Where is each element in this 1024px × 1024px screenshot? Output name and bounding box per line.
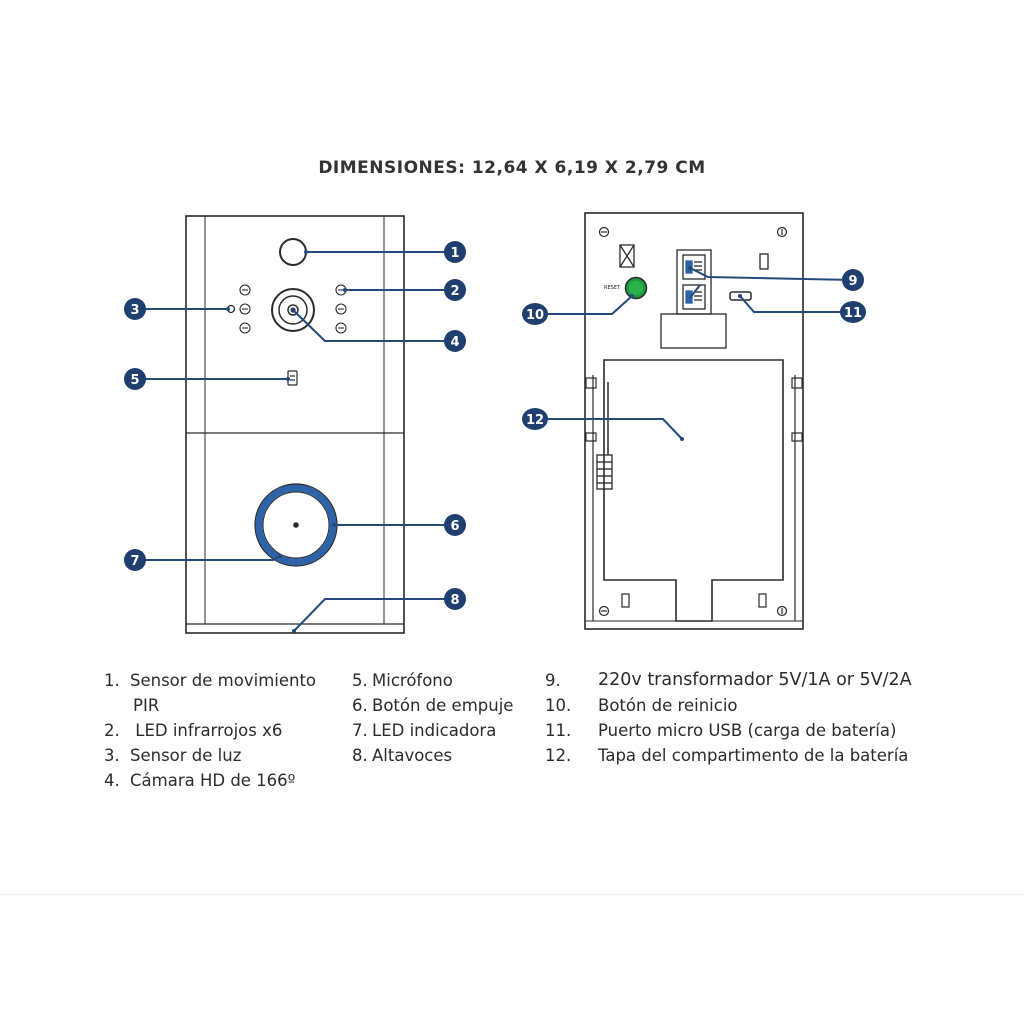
callout-5: 5 xyxy=(124,368,146,390)
leader-dots xyxy=(226,250,742,633)
ir-leds-right xyxy=(335,284,347,334)
back-body-outline xyxy=(584,212,804,630)
callout-12: 12 xyxy=(522,408,548,430)
svg-text:10: 10 xyxy=(526,308,544,323)
svg-text:4: 4 xyxy=(450,335,459,350)
back-view xyxy=(584,212,804,630)
callout-10: 10 xyxy=(522,303,548,325)
legend-item: 4.Cámara HD de 166º xyxy=(104,771,296,790)
pir-sensor xyxy=(279,238,307,266)
ir-leds-left xyxy=(239,284,251,334)
reset-label: RESET xyxy=(604,285,621,291)
callout-11: 11 xyxy=(840,301,866,323)
legend-item: 11.Puerto micro USB (carga de batería) xyxy=(545,721,897,740)
callout-1: 1 xyxy=(444,241,466,263)
leader-lines xyxy=(135,251,854,632)
callout-6: 6 xyxy=(444,514,466,536)
side-rails xyxy=(585,375,803,621)
connector-block xyxy=(660,313,727,349)
legend-item: 9.220v transformador 5V/1A or 5V/2A xyxy=(545,670,912,690)
front-body-outline xyxy=(185,215,405,634)
legend-column-1: 1.Sensor de movimiento PIR 2. LED infrar… xyxy=(104,668,316,793)
legend-item: 3.Sensor de luz xyxy=(104,746,242,765)
bottom-divider xyxy=(0,894,1024,895)
battery-cover xyxy=(603,359,784,622)
svg-text:3: 3 xyxy=(130,303,139,318)
legend-item: 6.Botón de empuje xyxy=(352,696,514,715)
x-box xyxy=(619,244,635,268)
svg-text:7: 7 xyxy=(130,554,139,569)
callout-8: 8 xyxy=(444,588,466,610)
legend-column-2: 5.Micrófono 6.Botón de empuje 7.LED indi… xyxy=(352,668,513,768)
svg-text:6: 6 xyxy=(450,519,459,534)
legend-item-continuation: PIR xyxy=(133,696,160,715)
legend-item: 2. LED infrarrojos x6 xyxy=(104,721,283,740)
svg-text:2: 2 xyxy=(450,284,459,299)
legend-item: 10.Botón de reinicio xyxy=(545,696,738,715)
legend-item: 5.Micrófono xyxy=(352,671,453,690)
front-view xyxy=(185,215,405,634)
legend-item: 7.LED indicadora xyxy=(352,721,497,740)
legend-item: 8.Altavoces xyxy=(352,746,453,765)
callout-2: 2 xyxy=(444,279,466,301)
legend-column-3: 9.220v transformador 5V/1A or 5V/2A 10.B… xyxy=(545,668,912,768)
svg-text:11: 11 xyxy=(844,306,862,321)
legend-item: 12.Tapa del compartimento de la batería xyxy=(545,746,909,765)
dimensions-title: DIMENSIONES: 12,64 X 6,19 X 2,79 CM xyxy=(318,158,706,178)
callout-7: 7 xyxy=(124,549,146,571)
svg-text:5: 5 xyxy=(130,373,139,388)
callout-3: 3 xyxy=(124,298,146,320)
screw-holes xyxy=(598,226,788,617)
svg-text:1: 1 xyxy=(450,246,459,261)
push-button xyxy=(254,483,338,567)
svg-text:9: 9 xyxy=(848,274,857,289)
svg-text:12: 12 xyxy=(526,413,544,428)
callout-9: 9 xyxy=(842,269,864,291)
reset-button xyxy=(624,276,648,300)
micro-usb-port xyxy=(729,291,752,301)
callout-4: 4 xyxy=(444,330,466,352)
svg-text:8: 8 xyxy=(450,593,459,608)
indicator-slot xyxy=(759,253,769,270)
power-terminals xyxy=(676,249,712,315)
legend-item: 1.Sensor de movimiento xyxy=(104,671,317,690)
